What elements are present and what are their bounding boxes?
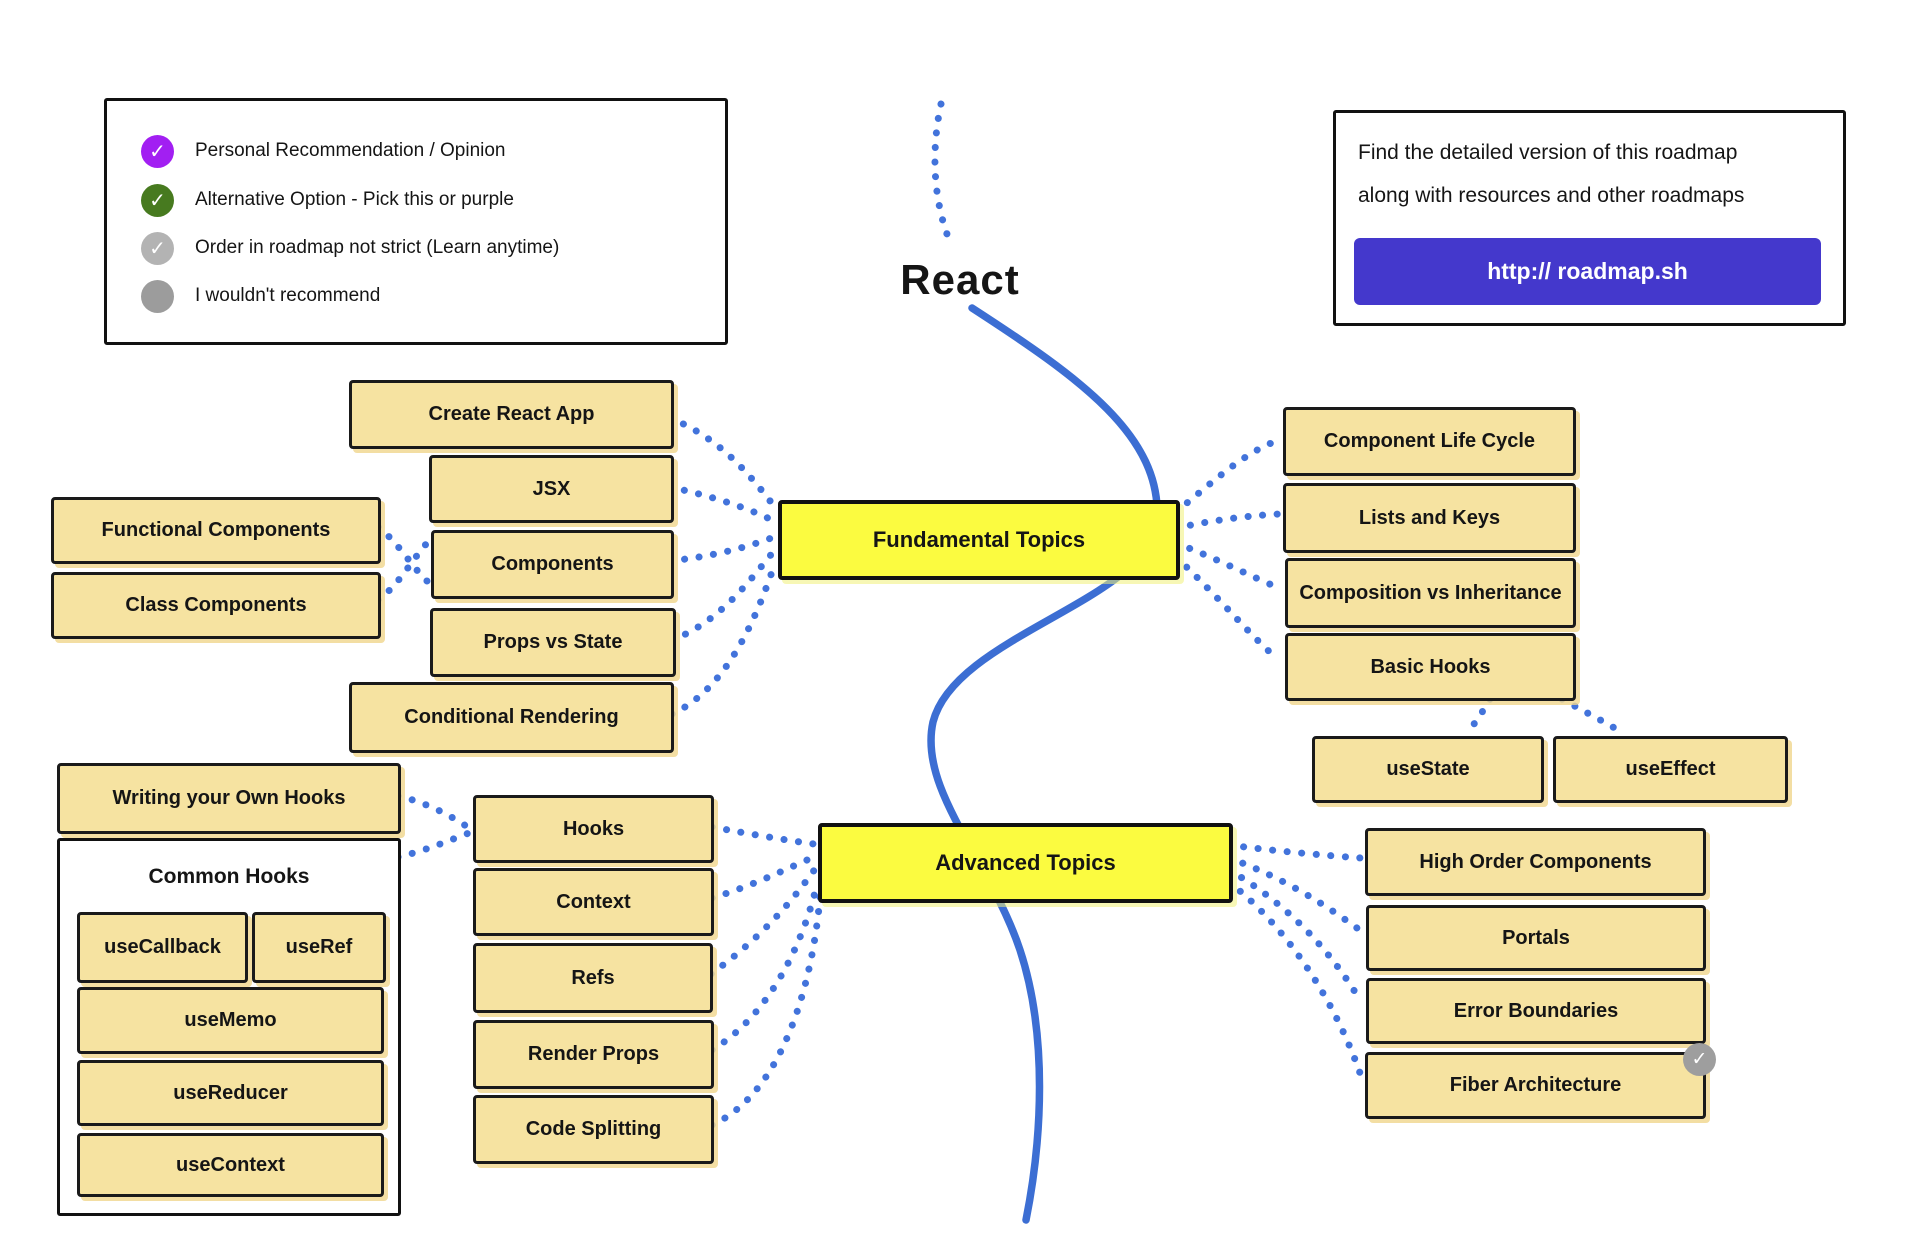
node-composition-vs-inheritance[interactable]: Composition vs Inheritance — [1285, 558, 1576, 628]
connector-jsx-fundamental — [666, 483, 778, 525]
node-usestate[interactable]: useState — [1312, 736, 1544, 803]
topic-advanced[interactable]: Advanced Topics — [818, 823, 1233, 903]
top-dotted-curve — [931, 100, 954, 246]
gray-dot-icon — [141, 279, 174, 313]
node-useeffect[interactable]: useEffect — [1553, 736, 1788, 803]
node-error-boundaries[interactable]: Error Boundaries — [1366, 978, 1706, 1044]
connector-components-fundamental — [666, 533, 778, 565]
node-context[interactable]: Context — [473, 868, 714, 936]
connector-advanced-high-order-components — [1225, 841, 1365, 862]
connector-render-props-advanced — [708, 880, 821, 1054]
connector-advanced-fiber-architecture — [1225, 878, 1365, 1080]
node-usecontext[interactable]: useContext — [77, 1133, 384, 1197]
info-line-2: along with resources and other roadmaps — [1358, 184, 1745, 207]
connector-hooks-advanced — [708, 823, 818, 848]
node-usememo[interactable]: useMemo — [77, 987, 384, 1054]
node-usecallback[interactable]: useCallback — [77, 912, 248, 983]
legend-label: Alternative Option - Pick this or purple — [195, 189, 514, 210]
node-hooks[interactable]: Hooks — [473, 795, 714, 863]
connector-props-vs-state-fundamental — [668, 547, 778, 644]
node-jsx[interactable]: JSX — [429, 455, 674, 523]
main-spine-curve — [927, 304, 1161, 1224]
connector-basic-hooks-useeffect — [1558, 695, 1627, 737]
legend-item: ✓ Alternative Option - Pick this or purp… — [141, 183, 514, 217]
connector-fundamental-component-life-cycle — [1172, 436, 1283, 516]
purple-check-icon: ✓ — [141, 134, 174, 168]
node-class-components[interactable]: Class Components — [51, 572, 381, 639]
connector-code-splitting-advanced — [708, 893, 824, 1129]
page-title: React — [900, 256, 1020, 303]
node-create-react-app[interactable]: Create React App — [349, 380, 674, 449]
node-lists-and-keys[interactable]: Lists and Keys — [1283, 483, 1576, 553]
node-writing-your-own-hooks[interactable]: Writing your Own Hooks — [57, 763, 401, 834]
legend-item: ✓ Order in roadmap not strict (Learn any… — [141, 231, 559, 265]
common-hooks-title: Common Hooks — [148, 865, 310, 888]
roadmap-url-button[interactable]: http:// roadmap.sh — [1354, 238, 1821, 305]
gray-check-icon: ✓ — [141, 231, 174, 265]
connector-functional-components — [374, 523, 431, 585]
gray-check-icon: ✓ — [1683, 1043, 1716, 1076]
node-usereducer[interactable]: useReducer — [77, 1060, 384, 1126]
node-component-life-cycle[interactable]: Component Life Cycle — [1283, 407, 1576, 476]
node-high-order-components[interactable]: High Order Components — [1365, 828, 1706, 896]
legend-label: Order in roadmap not strict (Learn anyti… — [195, 237, 560, 258]
connector-writing-own-hooks-hooks — [394, 792, 473, 832]
legend-box: ✓ Personal Recommendation / Opinion ✓ Al… — [104, 98, 728, 345]
legend-item: I wouldn't recommend — [141, 279, 380, 313]
info-line-1: Find the detailed version of this roadma… — [1358, 141, 1738, 164]
connector-basic-hooks-usestate — [1464, 695, 1494, 737]
connector-create-react-app-fundamental — [666, 414, 778, 510]
connector-fundamental-lists-and-keys — [1172, 510, 1283, 532]
connector-advanced-portals — [1225, 854, 1365, 935]
connector-context-advanced — [708, 853, 818, 902]
node-fiber-architecture[interactable]: Fiber Architecture — [1365, 1052, 1706, 1119]
node-portals[interactable]: Portals — [1366, 905, 1706, 971]
legend-label: I wouldn't recommend — [195, 285, 381, 306]
connector-fundamental-composition-vs-inheritance — [1172, 539, 1283, 592]
node-props-vs-state[interactable]: Props vs State — [430, 608, 676, 677]
node-functional-components[interactable]: Functional Components — [51, 497, 381, 564]
info-box: Find the detailed version of this roadma… — [1333, 110, 1846, 326]
connector-advanced-error-boundaries — [1225, 866, 1365, 1006]
node-render-props[interactable]: Render Props — [473, 1020, 714, 1089]
node-conditional-rendering[interactable]: Conditional Rendering — [349, 682, 674, 753]
legend-item: ✓ Personal Recommendation / Opinion — [141, 134, 506, 168]
node-refs[interactable]: Refs — [473, 943, 713, 1013]
node-useref[interactable]: useRef — [252, 912, 386, 983]
connector-common-hooks-hooks — [394, 829, 473, 861]
legend-label: Personal Recommendation / Opinion — [195, 140, 506, 161]
connector-fundamental-basic-hooks — [1172, 553, 1283, 664]
topic-fundamental[interactable]: Fundamental Topics — [778, 500, 1180, 580]
connector-conditional-rendering-fundamental — [668, 562, 778, 718]
node-components[interactable]: Components — [431, 530, 674, 599]
connector-refs-advanced — [707, 865, 819, 978]
node-basic-hooks[interactable]: Basic Hooks — [1285, 633, 1576, 701]
green-check-icon: ✓ — [141, 183, 174, 217]
node-code-splitting[interactable]: Code Splitting — [473, 1095, 714, 1164]
